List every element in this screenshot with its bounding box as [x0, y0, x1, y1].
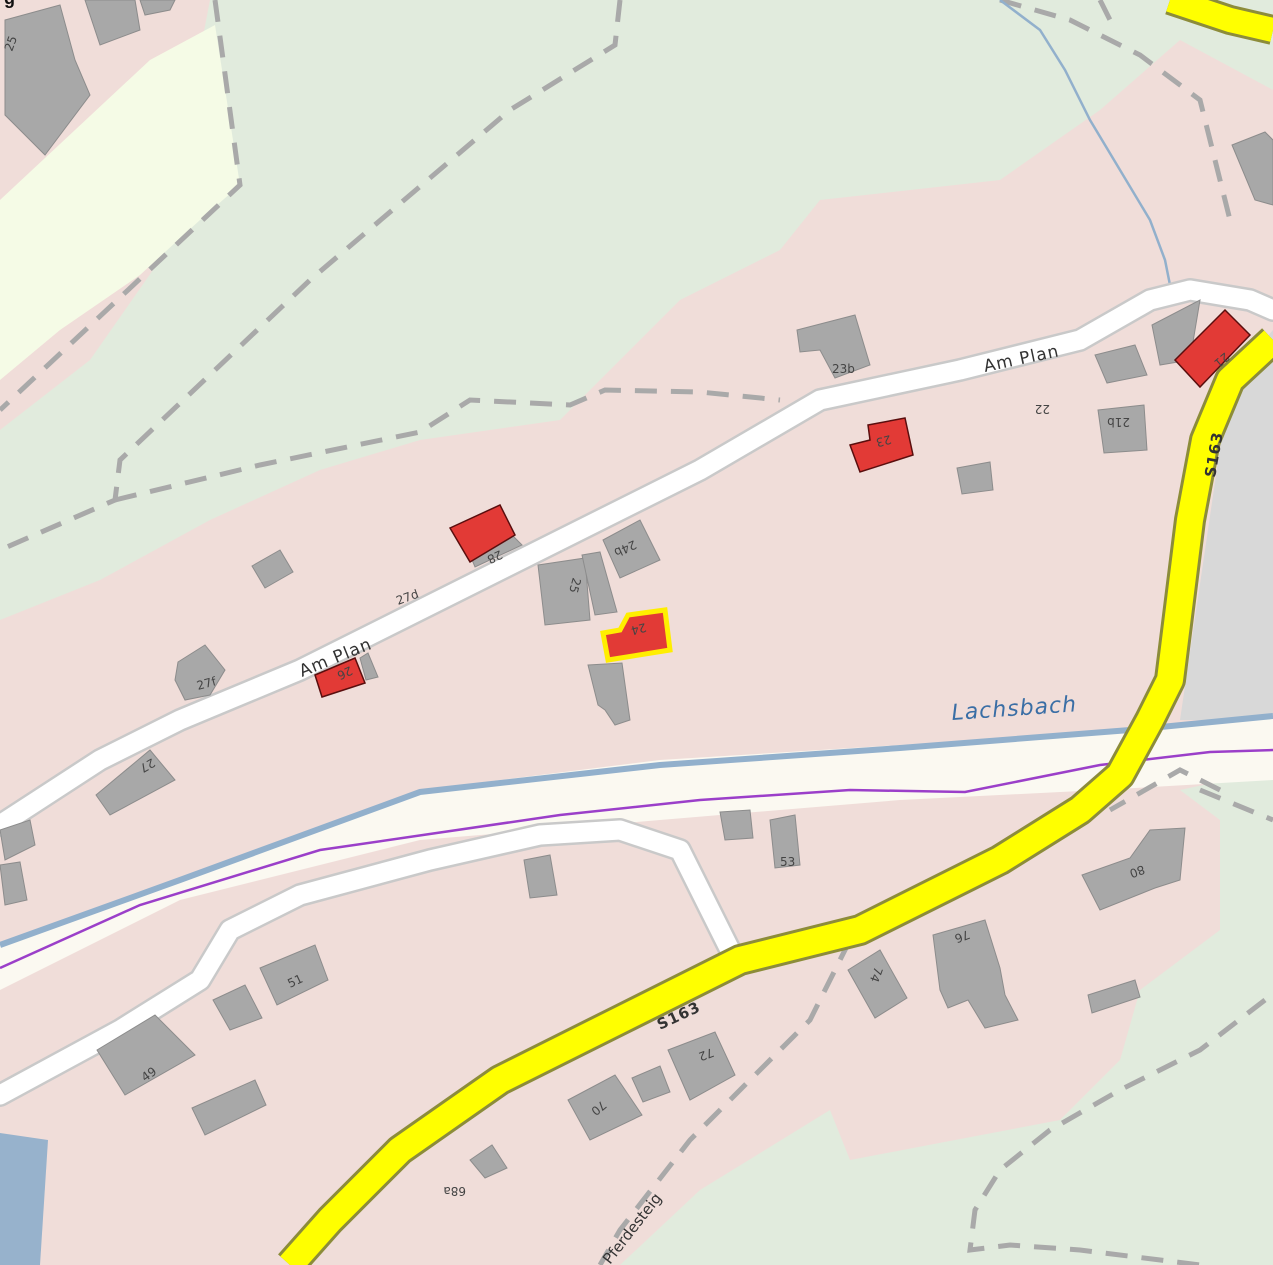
building-28	[448, 504, 516, 564]
meadow-area	[0, 25, 240, 380]
road-am-plan	[0, 278, 1273, 1107]
administrative-boundary	[0, 748, 1273, 970]
house-number: 80	[1128, 862, 1147, 880]
forest-area-southeast	[620, 770, 1273, 1265]
house-number: 25	[566, 576, 583, 594]
house-number: 25	[2, 34, 20, 53]
house-number: 23	[874, 432, 892, 449]
house-number: 23b	[832, 362, 855, 376]
house-number: 74	[867, 965, 885, 984]
house-number: 72	[697, 1045, 716, 1063]
stream-branch-north	[999, 0, 1172, 286]
selected-building-24[interactable]	[600, 607, 673, 663]
house-number: 22	[1035, 402, 1050, 416]
water-pond	[0, 1133, 48, 1265]
house-number: 28	[485, 547, 505, 566]
building-26	[314, 657, 366, 698]
house-number: 27f	[195, 674, 218, 693]
house-number: 27	[137, 755, 157, 775]
house-number: 76	[953, 927, 972, 945]
house-number: 51	[285, 972, 305, 991]
house-number: 53	[780, 855, 795, 869]
corner-label: g	[4, 0, 15, 9]
buildings	[0, 0, 1273, 1179]
road-s163	[278, 0, 1273, 1265]
building-21	[1173, 308, 1252, 389]
building-23	[849, 417, 914, 473]
house-number: 26	[335, 663, 355, 682]
forest-area-north	[0, 0, 1273, 620]
house-number-labels: 25 23b 22 21b 23 21 24b 25 24 27d 28 27f…	[2, 34, 1232, 1198]
gray-area-east	[1180, 330, 1273, 720]
house-number: 21b	[1107, 415, 1130, 429]
house-number: 68a	[443, 1184, 466, 1198]
house-number: 24	[629, 620, 647, 637]
stream-corridor	[0, 715, 1273, 990]
highlighted-buildings[interactable]	[314, 308, 1252, 698]
